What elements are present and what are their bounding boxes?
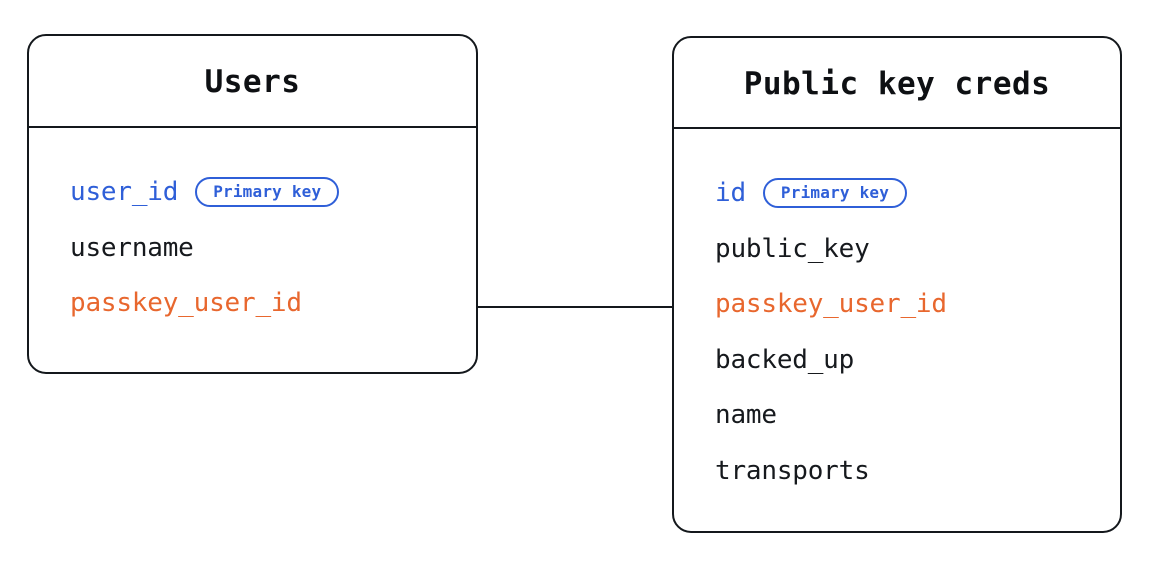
field-row-passkey-user-id[interactable]: passkey_user_id bbox=[674, 287, 1120, 321]
entity-users-header-divider bbox=[29, 125, 476, 128]
entity-public-key-creds-title: Public key creds bbox=[743, 65, 1051, 102]
field-row-user-id[interactable]: user_id Primary key bbox=[29, 175, 476, 209]
entity-public-key-creds-header-divider bbox=[674, 126, 1120, 129]
primary-key-badge: Primary key bbox=[195, 177, 340, 207]
field-row-name[interactable]: name bbox=[674, 398, 1120, 432]
field-name-user-id: user_id bbox=[70, 177, 179, 207]
field-row-public-key[interactable]: public_key bbox=[674, 232, 1120, 266]
field-name-backed-up: backed_up bbox=[715, 344, 855, 375]
primary-key-badge: Primary key bbox=[762, 178, 908, 208]
entity-users[interactable]: Users user_id Primary key username passkey_… bbox=[27, 34, 478, 374]
relationship-connector-users-public-key-creds bbox=[478, 306, 672, 308]
field-row-backed-up[interactable]: backed_up bbox=[674, 343, 1120, 377]
field-name-passkey-user-id: passkey_user_id bbox=[715, 289, 947, 319]
field-name-name: name bbox=[715, 400, 777, 430]
primary-key-badge-label: Primary key bbox=[780, 183, 890, 202]
entity-users-header: Users bbox=[29, 36, 476, 128]
entity-public-key-creds-header: Public key creds bbox=[674, 38, 1120, 129]
field-row-username[interactable]: username bbox=[29, 231, 476, 265]
primary-key-badge-label: Primary key bbox=[213, 182, 322, 201]
field-name-public-key: public_key bbox=[715, 233, 870, 264]
field-name-passkey-user-id: passkey_user_id bbox=[70, 288, 302, 318]
entity-public-key-creds[interactable]: Public key creds id Primary key public_key… bbox=[672, 36, 1122, 533]
field-name-transports: transports bbox=[715, 455, 870, 486]
field-row-id[interactable]: id Primary key bbox=[674, 176, 1120, 210]
field-row-transports[interactable]: transports bbox=[674, 454, 1120, 488]
field-name-username: username bbox=[70, 232, 194, 263]
field-row-passkey-user-id[interactable]: passkey_user_id bbox=[29, 286, 476, 320]
entity-users-title: Users bbox=[204, 64, 301, 100]
entity-users-field-list: user_id Primary key username passkey_user_i… bbox=[29, 128, 476, 372]
field-name-id: id bbox=[715, 178, 746, 208]
